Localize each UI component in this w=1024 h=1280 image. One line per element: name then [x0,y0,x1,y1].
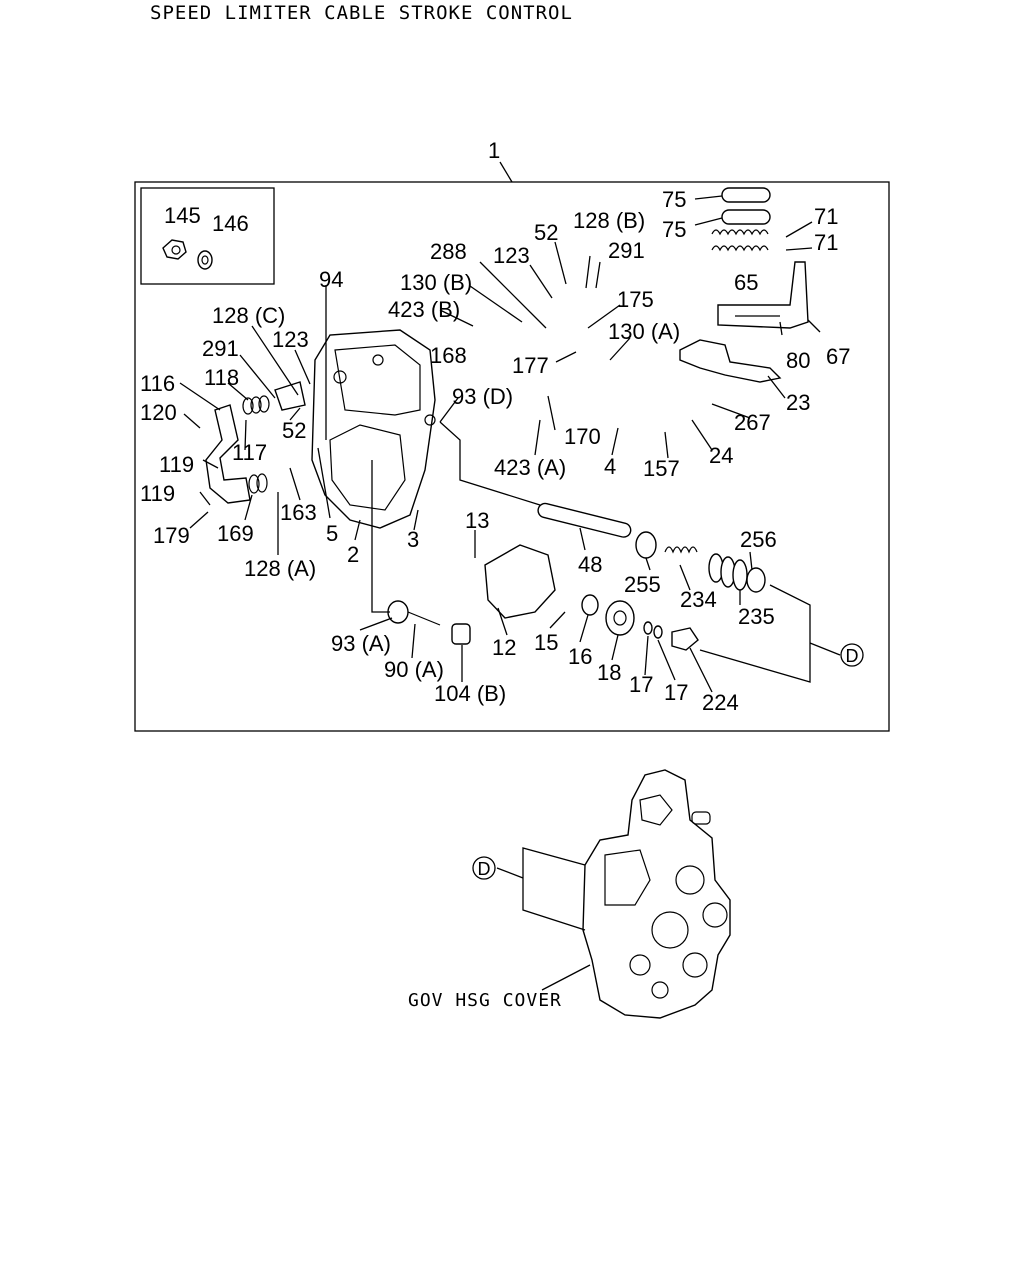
part-label-p118: 118 [204,365,239,390]
part-label-p177: 177 [512,353,549,378]
lever-23-icon [679,339,782,383]
part-label-p4: 4 [604,454,616,479]
part-label-p65: 65 [734,270,758,295]
boot-235-icon [708,553,766,593]
part-label-p146: 146 [212,211,249,236]
part-label-p128a: 128 (A) [244,556,316,581]
part-label-p130b: 130 (B) [400,270,472,295]
part-label-p256: 256 [740,527,777,552]
part-label-p48: 48 [578,552,602,577]
part-label-p52a: 52 [534,220,558,245]
part-label-p288: 288 [430,239,467,264]
part-label-p75a: 75 [662,187,686,212]
rubber-cap-75-icon [721,187,771,225]
part-label-p423a: 423 (A) [494,455,566,480]
part-label-p71a: 71 [814,204,838,229]
part-label-p93d: 93 (D) [452,384,513,409]
washer-146-icon [197,250,213,270]
part-label-p15: 15 [534,630,558,655]
part-label-p2: 2 [347,542,359,567]
cam-12-icon [484,544,556,619]
part-label-p116: 116 [140,371,175,396]
part-label-p104b: 104 (B) [434,681,506,706]
part-label-p179: 179 [153,523,190,548]
part-label-p157: 157 [643,456,680,481]
part-label-p94: 94 [319,267,343,292]
shaft-48-icon [537,502,632,538]
part-label-p117: 117 [232,440,267,465]
part-label-p67: 67 [826,344,850,369]
part-label-p234: 234 [680,587,717,612]
part-label-p163: 163 [280,500,317,525]
part-label-p120: 120 [140,400,177,425]
part-label-p175: 175 [617,287,654,312]
part-label-p235: 235 [738,604,775,629]
view-marker-d-main-label: D [846,646,859,666]
bushing-255-icon [635,531,657,559]
part-label-p17b: 17 [664,680,688,705]
nut-93a-icon [387,600,409,624]
bracket-65-icon [717,261,809,329]
part-label-p90a: 90 (A) [384,657,444,682]
view-marker-d-lower-label: D [478,859,491,879]
part-label-p119a: 119 [159,452,194,477]
spring-234-icon [664,546,698,554]
part-label-p75b: 75 [662,217,686,242]
washer-16-icon [581,594,599,616]
part-label-p24: 24 [709,443,733,468]
part-label-p12: 12 [492,635,516,660]
part-label-p128b: 128 (B) [573,208,645,233]
part-label-p170: 170 [564,424,601,449]
page-title: SPEED LIMITER CABLE STROKE CONTROL [150,2,573,24]
part-label-p267: 267 [734,410,771,435]
part-label-p130a: 130 (A) [608,319,680,344]
part-label-p123b: 123 [272,327,309,352]
part-label-p255: 255 [624,572,661,597]
part-label-p128c: 128 (C) [212,303,285,328]
bolt-90a-icon [407,611,441,626]
inset-frame [140,187,275,285]
view-marker-d-main [840,643,864,667]
governor-housing-icon [311,329,436,529]
part-label-p18: 18 [597,660,621,685]
injection-pump-icon [582,769,731,1019]
part-label-p291b: 291 [202,336,239,361]
nut-145-icon [162,239,187,260]
part-label-p13: 13 [465,508,489,533]
part-label-p423b: 423 (B) [388,297,460,322]
bearing-18-icon [605,600,635,636]
assembly-label: 1 [488,138,500,163]
part-label-p71b: 71 [814,230,838,255]
part-label-p16: 16 [568,644,592,669]
spring-117-icon [242,395,270,415]
cap-104b-icon [451,623,471,645]
part-label-p291a: 291 [608,238,645,263]
view-marker-d-lower [472,856,496,880]
part-label-p93a: 93 (A) [331,631,391,656]
cover-label: GOV HSG COVER [408,990,562,1011]
part-label-p17a: 17 [629,672,653,697]
spring-169-icon [248,473,268,494]
part-label-p224: 224 [702,690,739,715]
part-label-p80: 80 [786,348,810,373]
part-label-p169: 169 [217,521,254,546]
lever-116-icon [205,404,251,504]
part-label-p52b: 52 [282,418,306,443]
spring-71-icon [711,229,769,252]
part-label-p5: 5 [326,521,338,546]
screw-224-icon [671,627,699,651]
part-label-p3: 3 [407,527,419,552]
part-label-p23: 23 [786,390,810,415]
plate-52-icon [274,381,306,411]
part-label-p145: 145 [164,203,201,228]
part-label-p123a: 123 [493,243,530,268]
part-label-p119b: 119 [140,481,175,506]
part-label-p168: 168 [430,343,467,368]
